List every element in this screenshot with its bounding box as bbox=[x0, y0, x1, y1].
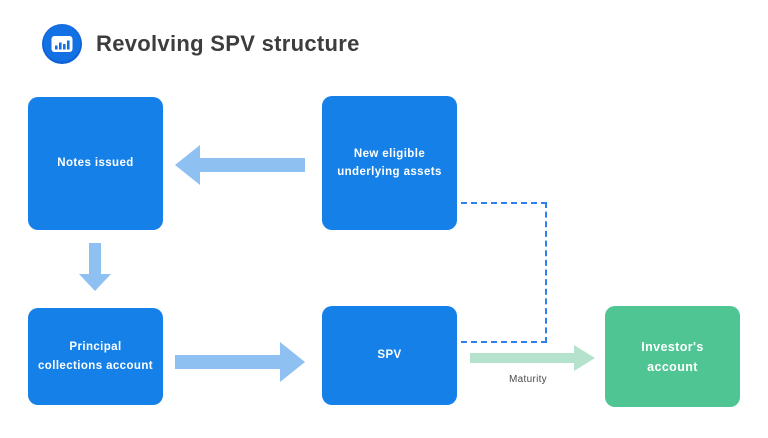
page-title: Revolving SPV structure bbox=[96, 31, 360, 56]
arrow-head-right-icon bbox=[280, 342, 305, 382]
node-notes-issued-label: Notes issued bbox=[57, 157, 134, 170]
bar-chart-icon bbox=[42, 24, 82, 64]
node-notes-issued: Notes issued bbox=[28, 97, 163, 230]
arrow-shaft bbox=[89, 243, 101, 275]
arrow-spv-to-investor bbox=[470, 345, 595, 371]
arrow-principal-to-spv bbox=[175, 342, 305, 382]
header: Revolving SPV structure bbox=[42, 24, 360, 64]
node-spv-label: SPV bbox=[377, 349, 402, 362]
arrow-shaft bbox=[470, 353, 574, 363]
arrow-head-right-icon bbox=[574, 345, 595, 371]
node-principal-collections: Principal collections account bbox=[28, 308, 163, 405]
dashed-flow-line-right bbox=[545, 202, 547, 343]
node-new-eligible-assets: New eligible underlying assets bbox=[322, 96, 457, 230]
node-new-eligible-assets-label: New eligible underlying assets bbox=[337, 147, 442, 178]
arrow-shaft bbox=[175, 355, 282, 369]
arrow-head-down-icon bbox=[79, 274, 111, 291]
node-investors-account: Investor's account bbox=[605, 306, 740, 407]
arrow-assets-to-notes bbox=[175, 145, 305, 185]
arrow-notes-to-principal bbox=[79, 243, 111, 291]
arrow-head-left-icon bbox=[175, 145, 200, 185]
dashed-flow-line-bottom bbox=[461, 341, 547, 343]
maturity-label: Maturity bbox=[509, 374, 547, 385]
dashed-flow-line-top bbox=[461, 202, 547, 204]
node-investors-account-label: Investor's account bbox=[641, 339, 704, 374]
node-principal-collections-label: Principal collections account bbox=[38, 341, 153, 372]
arrow-shaft bbox=[198, 158, 305, 172]
node-spv: SPV bbox=[322, 306, 457, 405]
